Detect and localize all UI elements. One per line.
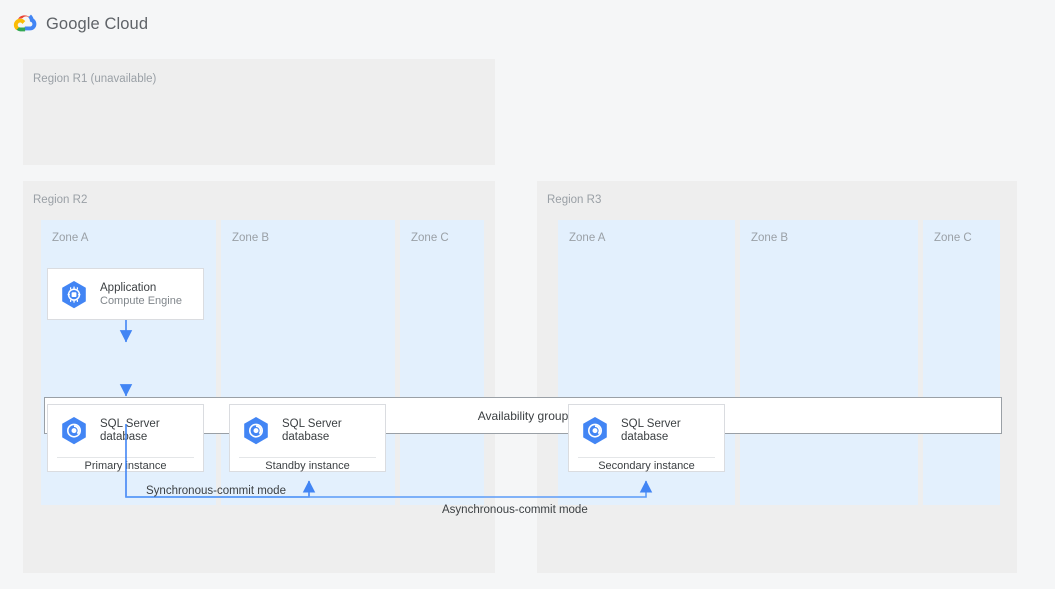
node-primary-database-title-2: database — [100, 431, 148, 443]
sql-server-database-icon — [62, 417, 86, 445]
node-standby-database-divider — [239, 457, 376, 458]
zone-r2-b-label: Zone B — [232, 232, 270, 244]
compute-engine-icon — [62, 281, 86, 309]
node-standby-database-labels: SQL Server database — [282, 418, 342, 445]
node-application-content: Application Compute Engine — [48, 269, 203, 321]
google-cloud-logo-icon — [13, 14, 37, 32]
node-application-subtitle: Compute Engine — [100, 295, 182, 307]
zone-r3-b-label: Zone B — [751, 232, 789, 244]
region-r2: Region R2 Zone A Zone B Zone C — [23, 181, 495, 573]
zone-r3-c-label: Zone C — [934, 232, 972, 244]
node-secondary-database-title-2: database — [621, 431, 669, 443]
node-primary-database[interactable]: SQL Server database Primary instance — [47, 404, 204, 472]
sql-server-database-icon — [583, 417, 607, 445]
zone-r2-a-label: Zone A — [52, 232, 89, 244]
zone-r2-c-label: Zone C — [411, 232, 449, 244]
app-header: Google Cloud — [0, 0, 1055, 48]
node-secondary-database-content: SQL Server database — [569, 405, 724, 457]
zone-r3-c: Zone C — [923, 220, 1000, 505]
node-application-labels: Application Compute Engine — [100, 282, 182, 309]
node-application[interactable]: Application Compute Engine — [47, 268, 204, 320]
zone-r3-b: Zone B — [740, 220, 918, 505]
node-secondary-database-divider — [578, 457, 715, 458]
node-primary-database-labels: SQL Server database — [100, 418, 160, 445]
zone-r3-a-label: Zone A — [569, 232, 606, 244]
node-secondary-database[interactable]: SQL Server database Secondary instance — [568, 404, 725, 472]
node-standby-database-title-1: SQL Server — [282, 417, 342, 430]
node-primary-database-content: SQL Server database — [48, 405, 203, 457]
edge-asynchronous-commit-label: Asynchronous-commit mode — [442, 504, 588, 516]
availability-group-label: Availability group — [477, 408, 569, 423]
node-secondary-database-footer: Secondary instance — [598, 460, 695, 472]
node-standby-database-content: SQL Server database — [230, 405, 385, 457]
node-secondary-database-title-1: SQL Server — [621, 417, 681, 430]
region-r1: Region R1 (unavailable) — [23, 59, 495, 165]
region-r3-label: Region R3 — [547, 194, 602, 206]
region-r1-label: Region R1 (unavailable) — [33, 73, 157, 85]
node-primary-database-footer: Primary instance — [84, 460, 167, 472]
region-r2-label: Region R2 — [33, 194, 88, 206]
sql-server-database-icon — [244, 417, 268, 445]
node-application-title: Application — [100, 281, 157, 294]
node-standby-database-title-2: database — [282, 431, 330, 443]
node-primary-database-divider — [57, 457, 194, 458]
diagram-canvas: Region R1 (unavailable) Region R2 Zone A… — [0, 48, 1055, 589]
node-primary-database-title-1: SQL Server — [100, 417, 160, 430]
node-secondary-database-labels: SQL Server database — [621, 418, 681, 445]
region-r3: Region R3 Zone A Zone B Zone C — [537, 181, 1017, 573]
product-name: Google Cloud — [46, 15, 149, 33]
node-standby-database[interactable]: SQL Server database Standby instance — [229, 404, 386, 472]
edge-synchronous-commit-label: Synchronous-commit mode — [146, 485, 286, 497]
zone-r2-c: Zone C — [400, 220, 484, 505]
node-standby-database-footer: Standby instance — [265, 460, 350, 472]
